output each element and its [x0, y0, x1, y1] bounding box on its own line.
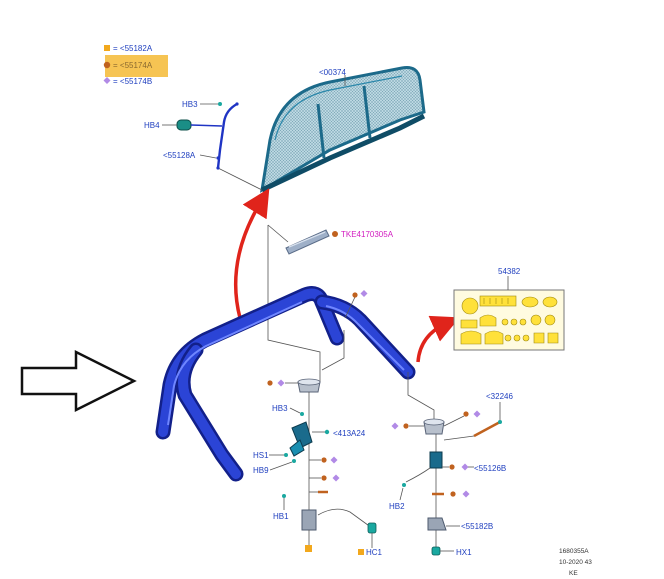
top-wiring-harness — [176, 102, 263, 191]
callout-hc1: HC1 — [366, 548, 383, 557]
left-mount-assembly — [267, 330, 377, 548]
washer-diamond-icon — [360, 290, 368, 297]
hb9-leader — [269, 461, 293, 471]
legend-square-icon — [104, 45, 110, 51]
clip-icon — [300, 412, 304, 416]
light-bar — [285, 229, 330, 255]
washer-diamond-icon — [330, 456, 338, 464]
c55128a-leader — [199, 154, 217, 159]
rear-window — [260, 66, 426, 193]
nut-icon — [352, 292, 358, 298]
washer-diamond-icon — [277, 379, 285, 387]
callout-hb4: HB4 — [144, 121, 160, 130]
nut-icon — [450, 491, 456, 497]
hb3-mid-leader — [289, 407, 301, 414]
callout-hb2: HB2 — [389, 502, 405, 511]
callout-hb1: HB1 — [273, 512, 289, 521]
nut-icon — [321, 475, 327, 481]
callout-tke: TKE4170305A — [341, 230, 394, 239]
nut-icon — [403, 423, 409, 429]
clip-icon — [292, 459, 296, 463]
callout-window: <00374 — [319, 68, 346, 77]
washer-diamond-icon — [332, 474, 340, 482]
nut-icon — [449, 464, 455, 470]
callout-413a24: <413A24 — [333, 429, 366, 438]
clip-icon — [284, 453, 288, 457]
washer-diamond-icon — [461, 463, 469, 471]
callout-hx1: HX1 — [456, 548, 472, 557]
clip-icon — [324, 429, 330, 435]
tke-leader — [267, 224, 289, 243]
clip-icon — [498, 420, 502, 424]
drawing-code-1: 1680355A — [559, 548, 589, 555]
nut-icon — [267, 380, 273, 386]
hx1-clip-icon — [431, 546, 441, 556]
callout-hb9: HB9 — [253, 466, 269, 475]
nut-icon — [321, 457, 327, 463]
clip-icon — [282, 494, 286, 498]
clip-icon — [218, 102, 222, 106]
right-mount-assembly — [405, 372, 501, 548]
legend: = <55182A = <55174A = <55174B — [103, 44, 168, 86]
washer-diamond-icon — [473, 410, 481, 418]
drawing-code-2: 10-2020 43 — [559, 559, 592, 566]
hollow-right-arrow-icon — [20, 349, 137, 413]
callout-hb3-top: HB3 — [182, 100, 198, 109]
callout-55126b: <55126B — [474, 464, 506, 473]
legend-circle-icon — [103, 61, 111, 69]
callout-hb3-mid: HB3 — [272, 404, 288, 413]
stud-square-icon — [358, 549, 364, 555]
stud-square-icon — [305, 545, 312, 552]
legend-diamond-icon — [103, 77, 111, 84]
callout-32246: <32246 — [486, 392, 513, 401]
nut-icon — [463, 411, 469, 417]
curved-red-arrow-icon — [416, 315, 460, 363]
roll-bar — [155, 286, 416, 482]
rollbar-fastener-leader — [344, 296, 356, 319]
clip-icon — [402, 483, 406, 487]
callout-55128a: <55128A — [163, 151, 196, 160]
legend-label-3: = <55174B — [113, 77, 152, 86]
curved-red-arrow-icon — [234, 188, 270, 319]
callout-55182b: <55182B — [461, 522, 493, 531]
drawing-code-3: KE — [569, 570, 578, 577]
legend-label-1: = <55182A — [113, 44, 153, 53]
washer-diamond-icon — [391, 422, 399, 430]
legend-label-2: = <55174A — [113, 61, 153, 70]
fastener-leader — [443, 415, 465, 427]
pad-sheet-54382 — [453, 289, 565, 351]
legend-highlight — [105, 55, 168, 77]
nut-icon — [332, 231, 338, 237]
callout-54382: 54382 — [498, 267, 521, 276]
hb2-leader — [399, 487, 404, 501]
callout-hs1: HS1 — [253, 451, 269, 460]
washer-diamond-icon — [462, 490, 470, 498]
